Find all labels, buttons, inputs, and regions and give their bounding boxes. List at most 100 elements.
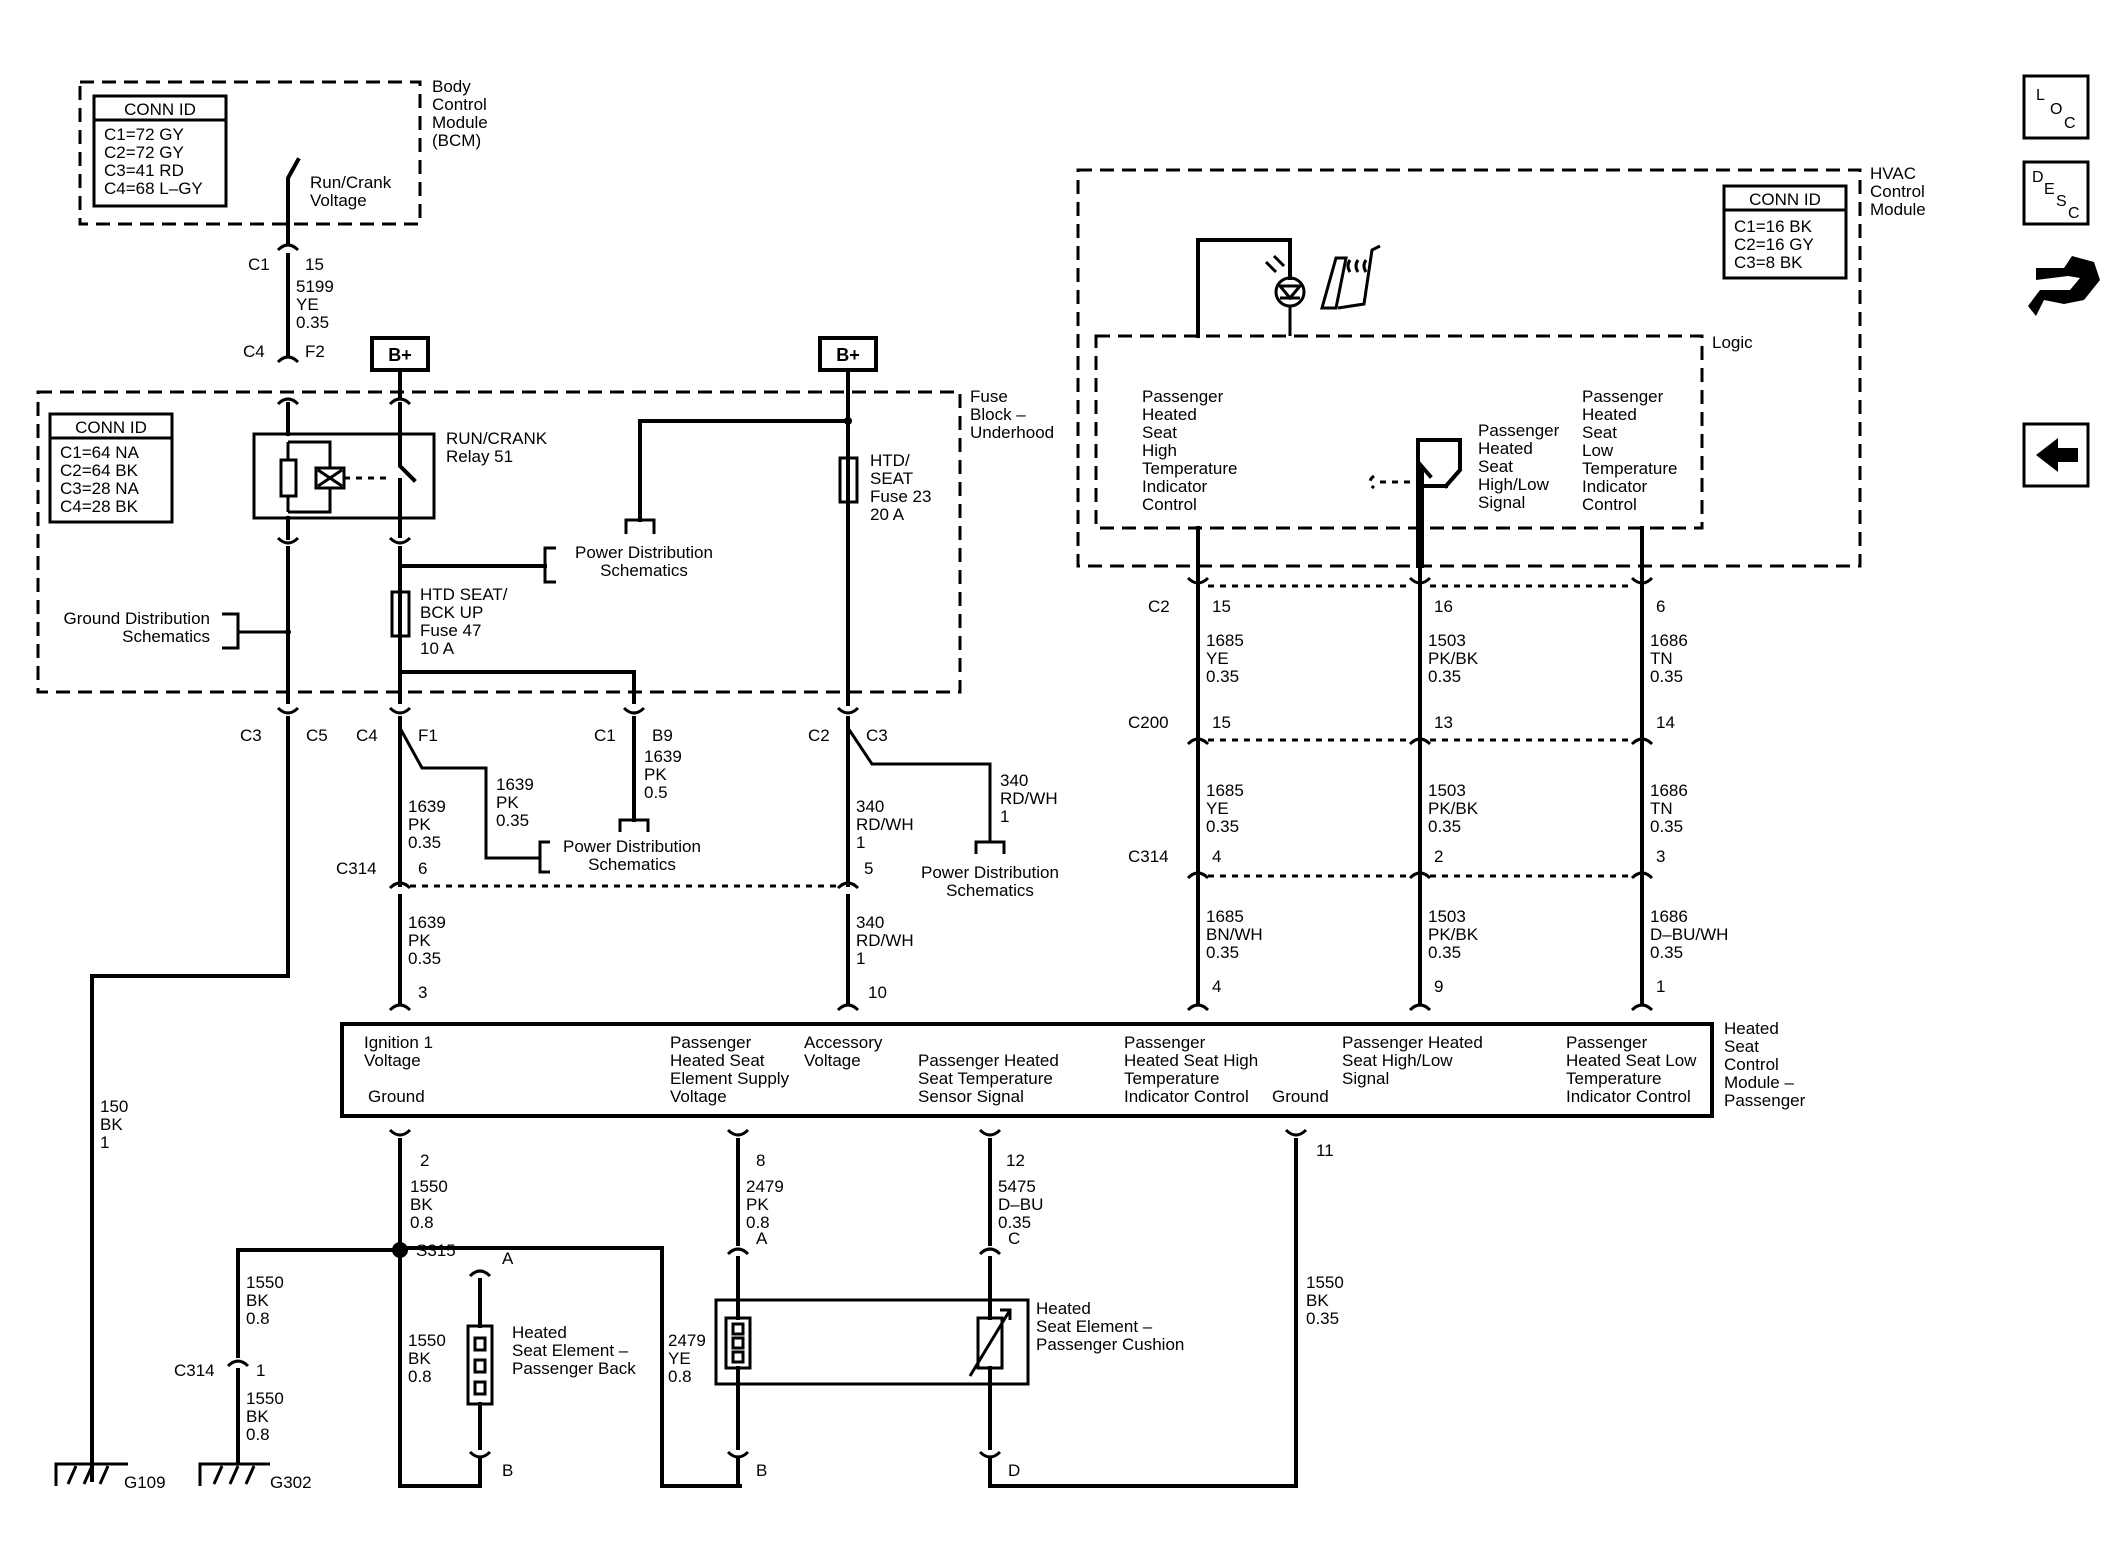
svg-text:B+: B+ [388,345,412,365]
hscm-name-2: Seat [1724,1037,1759,1056]
hscm-hilo-1: Passenger Heated [1342,1033,1483,1052]
wire-340b-gauge: 1 [856,833,865,852]
bottom-c314-label: C314 [174,1361,215,1380]
wire-1639b-gauge: 0.35 [496,811,529,830]
desc-icon: D E S C [2032,169,2080,222]
hscm-name-5: Passenger [1724,1091,1806,1110]
svg-text:O: O [2050,101,2062,118]
w5475-color: D–BU [998,1195,1043,1214]
back-arrow-icon [2036,438,2078,472]
bcm-wire-5199: C1 15 5199 YE 0.35 C4 F2 [243,194,334,364]
col3-w2-gauge: 0.35 [1650,817,1683,836]
ground-g109-label: G109 [124,1473,166,1492]
heated-seat-icon [1320,244,1381,310]
bcm-wire-pin-bot: F2 [305,342,325,361]
col2-pin1: 16 [1434,597,1453,616]
loc-button[interactable]: L O C [2022,74,2090,140]
col3-w1-circuit: 1686 [1650,631,1688,650]
col1-pin2: 15 [1212,713,1231,732]
pin-2-label: 2 [420,1151,429,1170]
cush-label-1: Heated [1036,1299,1091,1318]
hvac-low-label-2: Heated [1582,405,1637,424]
pin-8-label: 8 [756,1151,765,1170]
back-button[interactable] [2022,422,2090,488]
col1-w3-gauge: 0.35 [1206,943,1239,962]
heated-seat-back-element-icon [466,1324,494,1406]
fuse-block-conn-title: CONN ID [75,418,147,437]
bcm-conn-c3: C3=41 RD [104,161,184,180]
conn-label-c5: C5 [306,726,328,745]
temperature-sensor-icon [976,1316,1004,1370]
pds-ref-1-line1: Power Distribution [575,543,713,562]
hvac-low-label-5: Temperature [1582,459,1677,478]
hscm-name-1: Heated [1724,1019,1779,1038]
power-distribution-ref-5-icon [974,840,1006,854]
fuse23-label-3: Fuse 23 [870,487,931,506]
hscm-sensor-1: Passenger Heated [918,1051,1059,1070]
cush-pin-a: A [756,1229,768,1248]
wire-1639d-color: PK [408,931,431,950]
conn-label-f1: F1 [418,726,438,745]
col2-w2-color: PK/BK [1428,799,1479,818]
w2479a-gauge: 0.8 [746,1213,770,1232]
fuse-block-name-2: Block – [970,405,1026,424]
fuse23-label-2: SEAT [870,469,913,488]
fuse47-label-1: HTD SEAT/ [420,585,508,604]
hscm-low-2: Heated Seat Low [1566,1051,1697,1070]
wire-150-color: BK [100,1115,123,1134]
pds-ref-5-line1: Power Distribution [921,863,1059,882]
hvac-high-label-7: Control [1142,495,1197,514]
hvac-name-2: Control [1870,182,1925,201]
w2479a-circuit: 2479 [746,1177,784,1196]
w5475-gauge: 0.35 [998,1213,1031,1232]
ground-g302-label: G302 [270,1473,312,1492]
hvac-conn-c2: C2=16 GY [1734,235,1814,254]
relay-label-2: Relay 51 [446,447,513,466]
col3-pin1: 6 [1656,597,1665,616]
hvac-logic-block [1094,334,1704,530]
col1-w1-gauge: 0.35 [1206,667,1239,686]
fuse-block-name-3: Underhood [970,423,1054,442]
svg-text:E: E [2044,181,2055,198]
bcm-wire-conn-top: C1 [248,255,270,274]
c314-pin-5: 5 [864,859,873,878]
conn-label-c3: C3 [240,726,262,745]
hvac-low-label-1: Passenger [1582,387,1664,406]
cush-label-2: Seat Element – [1036,1317,1153,1336]
w1550d-gauge: 0.8 [408,1367,432,1386]
hscm-pin-10: 10 [868,983,887,1002]
bcm-name-3: Module [432,113,488,132]
conn-label-c4: C4 [356,726,378,745]
bcm-wire-color: YE [296,295,319,314]
hvac-sw-label-4: High/Low [1478,475,1550,494]
hscm-ground1: Ground [368,1087,425,1106]
connector-c1-15-icon [276,243,300,252]
hscm-ign-2: Voltage [364,1051,421,1070]
fuse47-label-3: Fuse 47 [420,621,481,640]
right-wiring: C2 C200 C314 15 1685 YE 0.35 15 1685 YE … [1128,526,1728,1012]
fuse-47-icon [390,590,411,638]
bcm-conn-c2: C2=72 GY [104,143,184,162]
w1550a-gauge: 0.8 [410,1213,434,1232]
relay-label-1: RUN/CRANK [446,429,548,448]
svg-text:C: C [2068,205,2080,222]
connector-hand-button[interactable] [2028,256,2100,316]
power-distribution-ref-3-icon [538,840,550,874]
heated-seat-cushion-box [714,1298,1030,1386]
desc-button[interactable]: D E S C [2022,160,2090,226]
indicator-led-icon [1274,276,1306,308]
svg-text:D: D [2032,169,2044,186]
wire-340c-color: RD/WH [856,931,914,950]
bcm-name-2: Control [432,95,487,114]
hscm-supply-3: Element Supply [670,1069,790,1088]
col1-w2-color: YE [1206,799,1229,818]
hvac-high-label-6: Indicator [1142,477,1208,496]
w1550d-color: BK [408,1349,431,1368]
hvac-sw-label-5: Signal [1478,493,1525,512]
col2-w1-gauge: 0.35 [1428,667,1461,686]
ground-g302-icon [198,1462,270,1486]
fuse-23-icon [838,456,859,504]
col1-w2-gauge: 0.35 [1206,817,1239,836]
bcm-switch-label-1: Run/Crank [310,173,392,192]
